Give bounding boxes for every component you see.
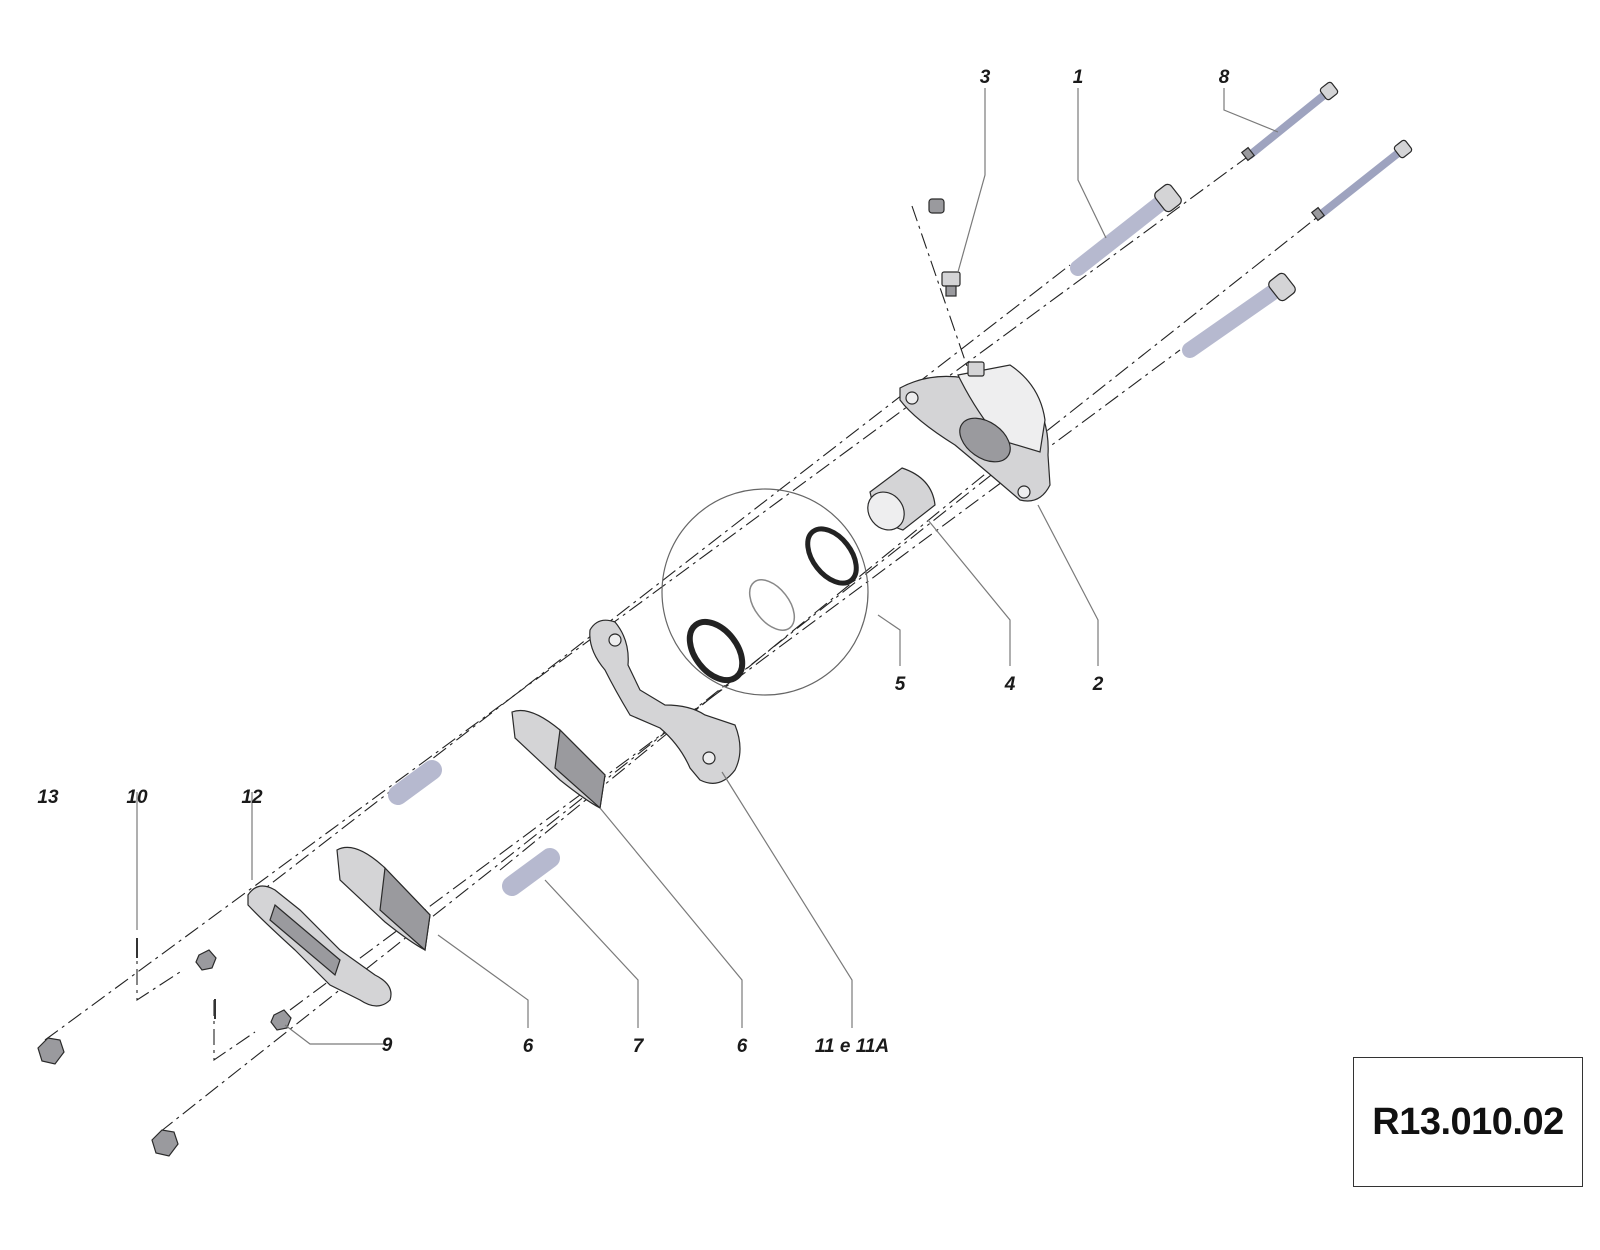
pad-retaining-bridge	[247, 885, 392, 1007]
piston	[867, 467, 936, 531]
caliper-body	[899, 361, 1051, 502]
callout-7: 7	[633, 1036, 645, 1057]
callout-2: 2	[1092, 674, 1104, 695]
bleed-screw	[928, 198, 961, 297]
long-bolt-upper	[1240, 81, 1339, 162]
assembly-axes	[44, 154, 1321, 1133]
callout-labels: 3 1 8 5 4 2 13 10 12 9 6 7 6 11 e 11A	[37, 67, 1229, 1057]
split-pins	[136, 938, 216, 1019]
brake-pad-inner	[511, 709, 606, 810]
mounting-bracket	[589, 619, 741, 784]
lock-nuts	[37, 1037, 179, 1157]
callout-6-right: 6	[737, 1036, 748, 1057]
small-nuts	[195, 949, 292, 1031]
leader-lines	[136, 88, 1279, 1045]
callout-11-e-11a: 11 e 11A	[815, 1036, 889, 1057]
guide-pin-lower	[1182, 272, 1296, 358]
callout-3: 3	[980, 67, 991, 88]
callout-13: 13	[37, 787, 59, 808]
piston-seals	[686, 526, 859, 684]
drawing-code-box: R13.010.02	[1353, 1057, 1583, 1187]
long-bolt-lower	[1310, 139, 1413, 222]
sleeve-lower	[502, 848, 560, 896]
callout-5: 5	[895, 674, 906, 695]
callout-10: 10	[126, 787, 148, 808]
callout-6-left: 6	[523, 1036, 534, 1057]
callout-1: 1	[1073, 67, 1084, 88]
callout-9: 9	[382, 1035, 393, 1056]
callout-4: 4	[1004, 674, 1016, 695]
guide-pin-upper	[1070, 183, 1182, 276]
drawing-code: R13.010.02	[1372, 1100, 1564, 1143]
seal-detail-circle	[661, 488, 869, 696]
sleeve-upper	[388, 760, 442, 805]
callout-8: 8	[1219, 67, 1230, 88]
brake-pad-outer	[336, 846, 431, 952]
callout-12: 12	[241, 787, 263, 808]
